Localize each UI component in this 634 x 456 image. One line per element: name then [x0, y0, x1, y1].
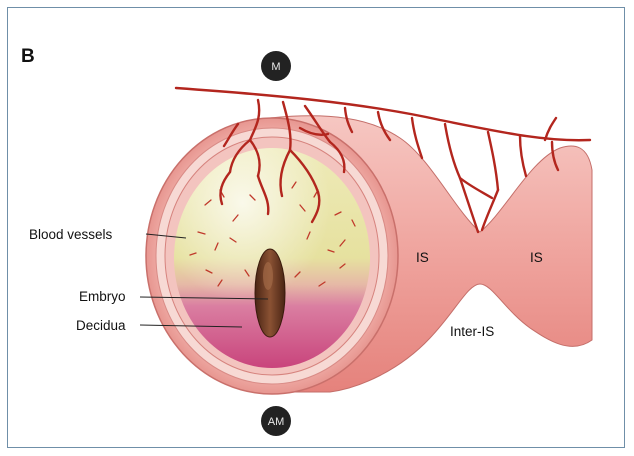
blood-vessels-label: Blood vessels	[29, 227, 113, 242]
decidua-label: Decidua	[76, 318, 126, 333]
implantation-site-label-1: IS	[416, 250, 429, 265]
mesometrial-label: M	[271, 61, 280, 73]
antimesometrial-label: AM	[268, 416, 285, 428]
implantation-site-label-2: IS	[530, 250, 543, 265]
embryo	[255, 249, 285, 337]
inter-site-label: Inter-IS	[450, 324, 494, 339]
embryo-label: Embryo	[79, 289, 126, 304]
panel-letter: B	[21, 46, 35, 67]
